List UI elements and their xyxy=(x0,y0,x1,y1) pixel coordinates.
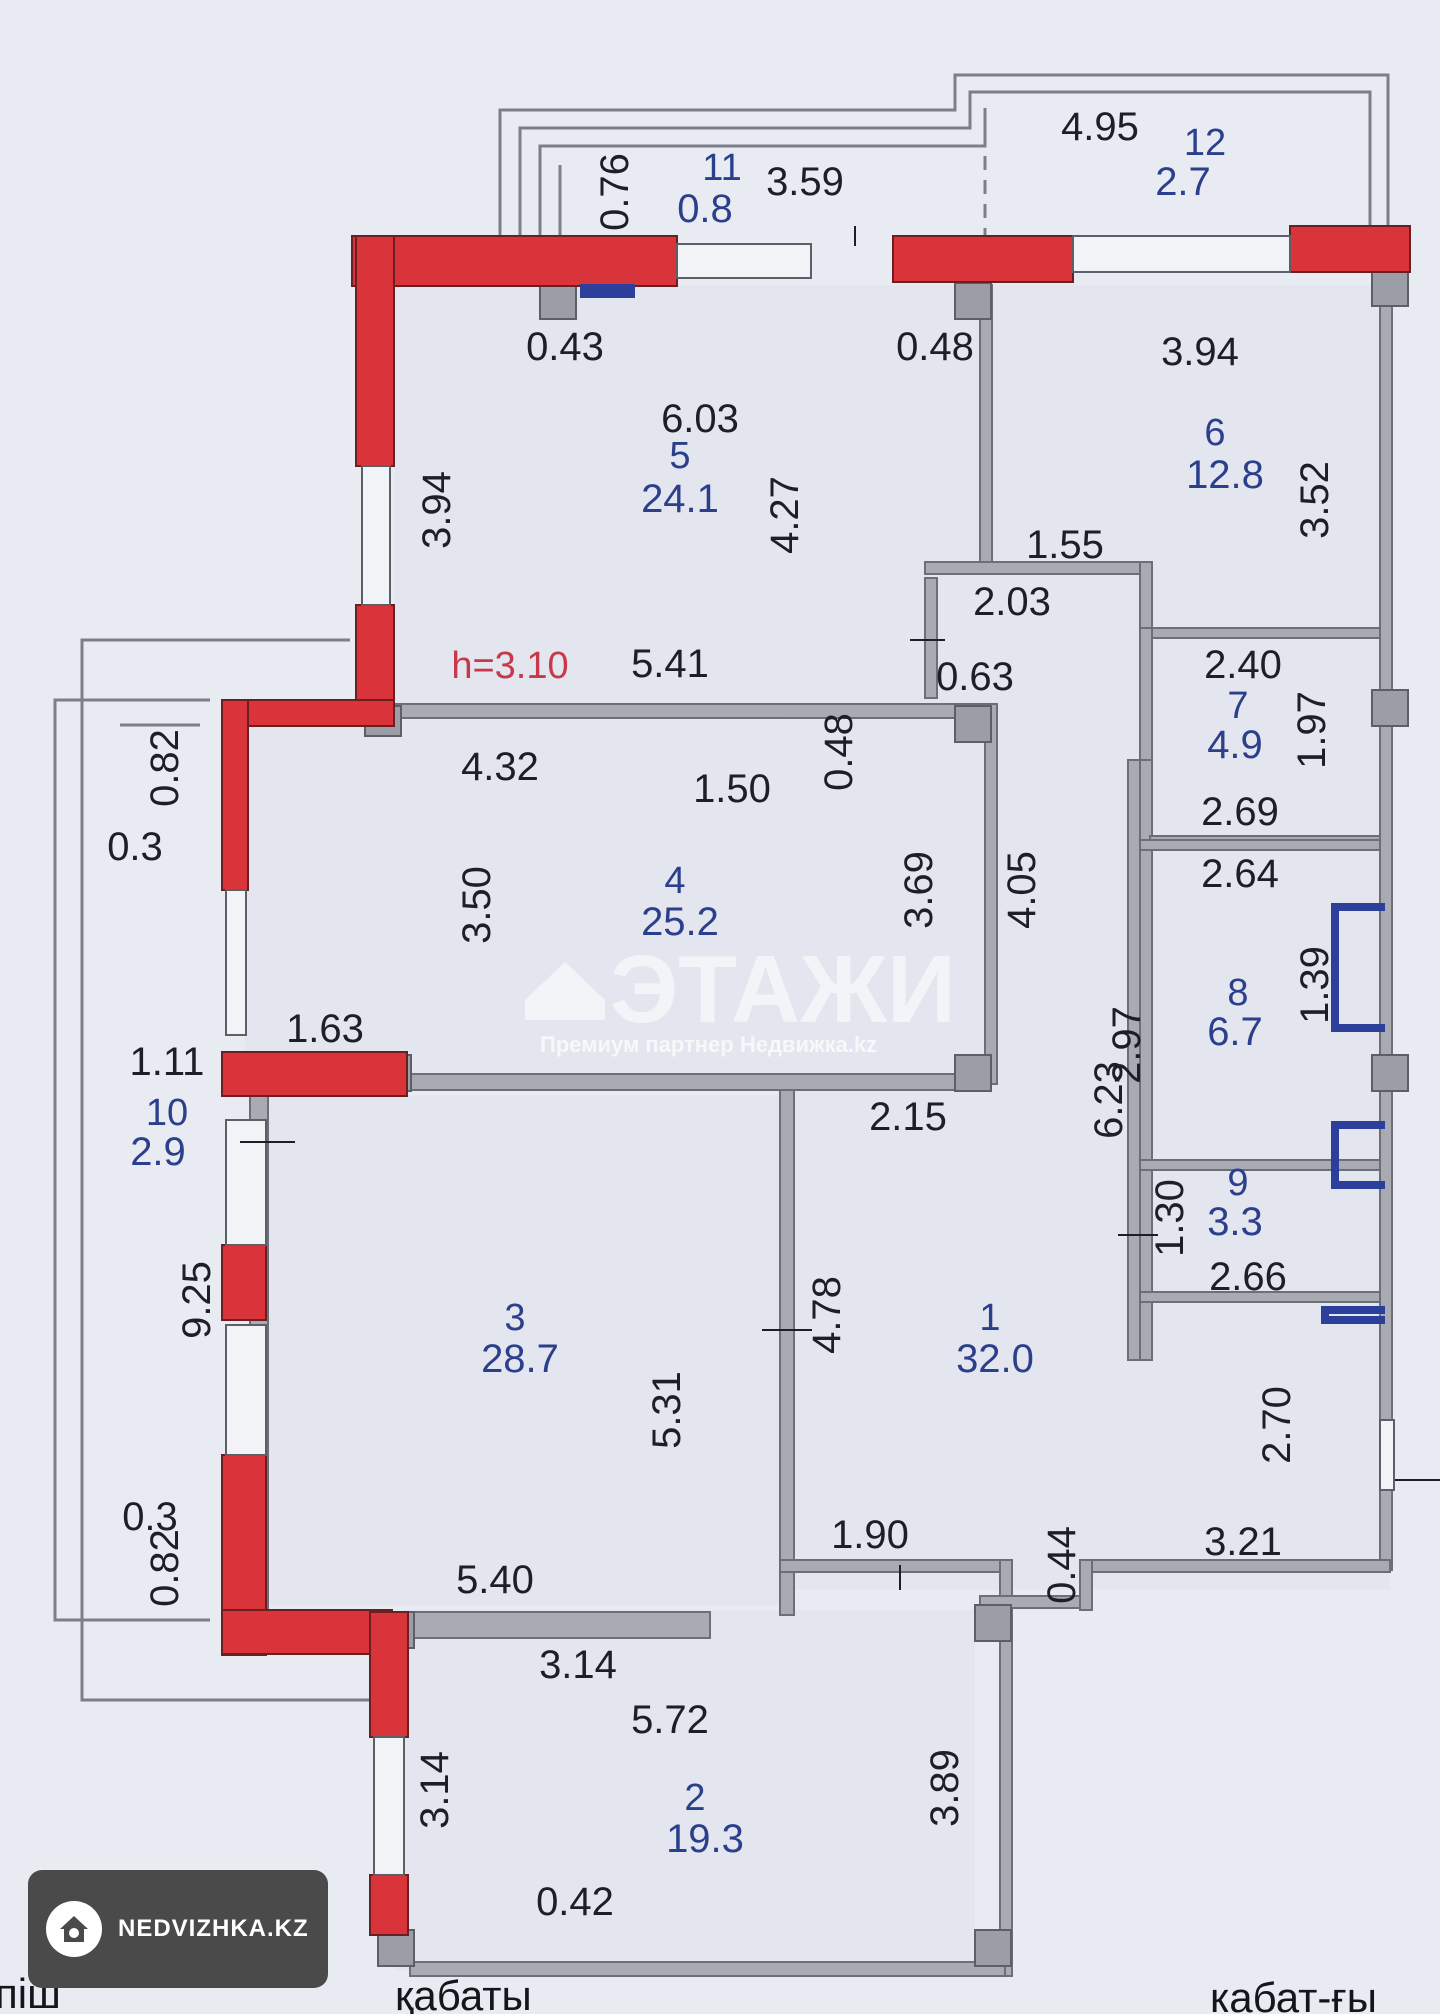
edge-text-right: кабат-ғы xyxy=(1210,1974,1377,2014)
dimension-label: 3.69 xyxy=(897,851,941,929)
room-number: 1 xyxy=(979,1297,1000,1339)
dimension-label: 0.82 xyxy=(143,729,187,807)
dimension-labels-vertical: 0.76 3.94 4.27 3.52 1.97 0.48 0.82 3.50 … xyxy=(143,153,1337,1829)
dimension-label: 0.44 xyxy=(1040,1526,1084,1604)
watermark-subtitle: Премиум партнер Недвижка.kz xyxy=(540,1032,877,1057)
room-number: 10 xyxy=(146,1092,188,1134)
room-number: 9 xyxy=(1227,1162,1248,1204)
watermark: ЭТАЖИ Премиум партнер Недвижка.kz xyxy=(525,936,956,1057)
dimension-label: 5.72 xyxy=(631,1698,709,1742)
plumbing xyxy=(580,284,1385,1324)
balcony-outlines xyxy=(53,73,1390,1702)
dimension-label: 1.30 xyxy=(1148,1179,1192,1257)
room-area: 3.3 xyxy=(1207,1200,1263,1244)
dimension-label: 6.23 xyxy=(1087,1061,1131,1139)
dimension-label: 0.3 xyxy=(122,1495,178,1539)
dimension-label: 3.50 xyxy=(455,866,499,944)
dimension-label: 2.64 xyxy=(1201,852,1279,896)
room-area: 0.8 xyxy=(677,187,733,231)
dimension-label: 4.27 xyxy=(763,476,807,554)
room-area: 19.3 xyxy=(666,1817,744,1861)
dimension-label: 1.11 xyxy=(130,1040,205,1084)
dimension-label: 9.25 xyxy=(175,1261,219,1339)
room-number: 8 xyxy=(1227,972,1248,1014)
dimension-label: 2.70 xyxy=(1255,1386,1299,1464)
dimension-label: 1.50 xyxy=(693,767,771,811)
room-number: 4 xyxy=(664,860,685,902)
room-labels: 1 32.0 2 19.3 3 28.7 4 25.2 5 24.1 6 12.… xyxy=(130,122,1264,1861)
dimension-label: 4.78 xyxy=(805,1276,849,1354)
dimension-label: 0.43 xyxy=(526,325,604,369)
dimension-label: 3.59 xyxy=(766,160,844,204)
room-area: 2.7 xyxy=(1155,160,1211,204)
dimension-label: 0.82 xyxy=(143,1529,187,1607)
dimension-label: 5.41 xyxy=(631,642,709,686)
dimension-label: 5.40 xyxy=(456,1558,534,1602)
watermark-title: ЭТАЖИ xyxy=(610,936,956,1043)
room-number: 12 xyxy=(1184,122,1226,164)
gray-walls xyxy=(244,269,1393,1977)
dimension-labels: 4.95 3.59 0.43 0.48 3.94 6.03 1.55 2.03 … xyxy=(107,105,1287,1924)
house-icon xyxy=(46,1901,102,1957)
red-walls xyxy=(221,225,1411,1936)
dimension-label: 0.3 xyxy=(107,825,163,869)
dimension-label: 5.31 xyxy=(645,1371,689,1449)
dimension-label: 0.48 xyxy=(817,713,861,791)
room-number: 11 xyxy=(702,147,741,189)
room-number: 5 xyxy=(669,435,690,477)
ceiling-height: h=3.10 xyxy=(451,645,568,687)
room-area: 4.9 xyxy=(1207,723,1263,767)
dimension-label: 0.48 xyxy=(896,325,974,369)
dimension-label: 3.52 xyxy=(1293,461,1337,539)
dimension-label: 3.14 xyxy=(539,1643,617,1687)
room-area: 12.8 xyxy=(1186,453,1264,497)
dimension-label: 0.76 xyxy=(593,153,637,231)
dimension-label: 6.03 xyxy=(661,397,739,441)
dimension-label: 2.66 xyxy=(1209,1255,1287,1299)
dimension-label: 1.63 xyxy=(286,1007,364,1051)
room-area: 28.7 xyxy=(481,1337,559,1381)
room-area: 2.9 xyxy=(130,1130,186,1174)
room-area: 25.2 xyxy=(641,900,719,944)
dimension-label: 3.14 xyxy=(413,1751,457,1829)
badge-label: NEDVIZHKA.KZ xyxy=(118,1915,309,1942)
dimension-label: 0.63 xyxy=(936,655,1014,699)
dimension-label: 3.21 xyxy=(1204,1520,1282,1564)
dimension-label: 2.69 xyxy=(1201,790,1279,834)
room-number: 3 xyxy=(504,1297,525,1339)
windows xyxy=(225,235,1395,1876)
room-number: 7 xyxy=(1227,685,1248,727)
dimension-label: 4.05 xyxy=(1000,851,1044,929)
dimension-ticks xyxy=(240,226,1440,1590)
dimension-label: 1.90 xyxy=(831,1513,909,1557)
room-area: 6.7 xyxy=(1207,1010,1263,1054)
room-area: 24.1 xyxy=(641,477,719,521)
dimension-label: 2.97 xyxy=(1105,1006,1149,1084)
dimension-label: 4.95 xyxy=(1061,105,1139,149)
dimension-label: 3.94 xyxy=(1161,330,1239,374)
dimension-label: 2.15 xyxy=(869,1095,947,1139)
dimension-label: 3.89 xyxy=(923,1749,967,1827)
dimension-label: 3.94 xyxy=(415,471,459,549)
dimension-label: 1.39 xyxy=(1293,946,1337,1024)
source-badge[interactable]: NEDVIZHKA.KZ xyxy=(28,1870,328,1988)
room-number: 2 xyxy=(684,1777,705,1819)
dimension-label: 1.97 xyxy=(1290,691,1334,769)
room-number: 6 xyxy=(1204,412,1225,454)
dimension-label: 2.03 xyxy=(973,580,1051,624)
dimension-label: 4.32 xyxy=(461,745,539,789)
room-area: 32.0 xyxy=(956,1337,1034,1381)
edge-texts: піш қабаты кабат-ғы xyxy=(0,1970,1377,2014)
edge-text-center: қабаты xyxy=(395,1972,532,2014)
dimension-label: 2.40 xyxy=(1204,643,1282,687)
dimension-label: 0.42 xyxy=(536,1880,614,1924)
dimension-label: 1.55 xyxy=(1026,523,1104,567)
watermark-logo-icon xyxy=(525,962,605,1020)
